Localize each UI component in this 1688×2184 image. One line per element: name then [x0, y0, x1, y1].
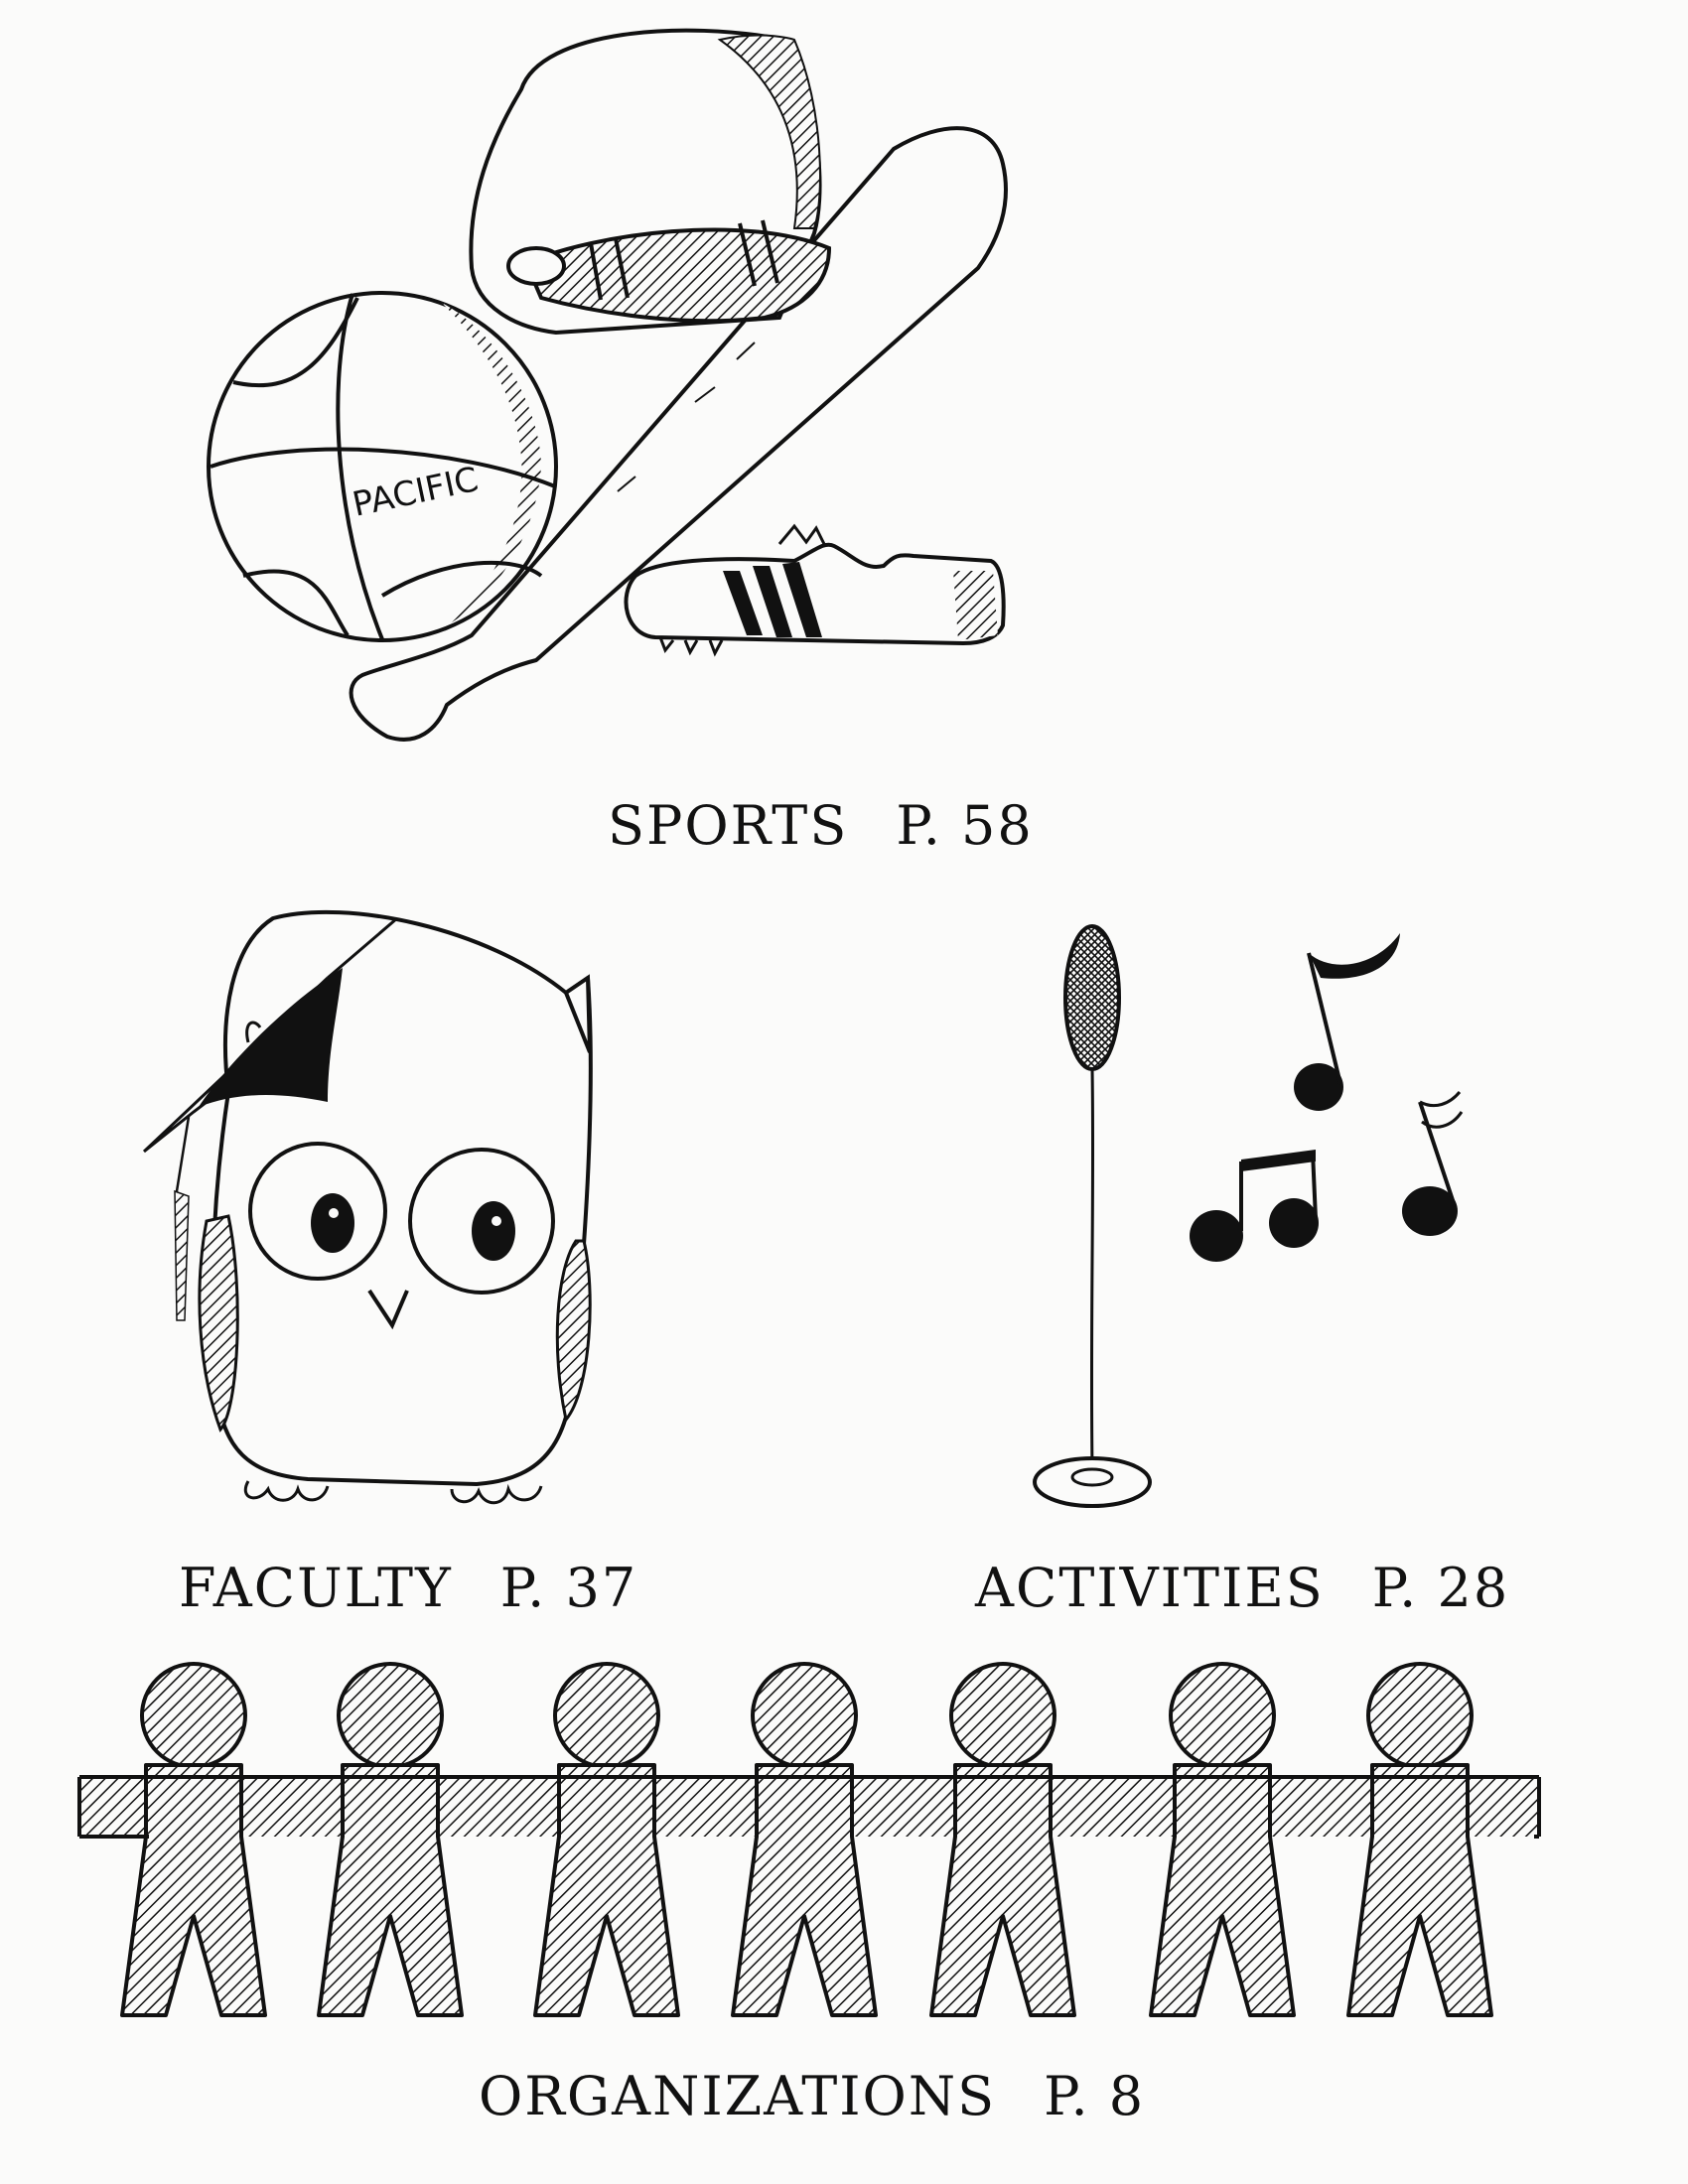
- activities-caption: ACTIVITIES P. 28: [975, 1557, 1509, 1619]
- sports-caption: SPORTS P. 58: [608, 794, 1034, 857]
- baseball-bat-icon: [349, 126, 1008, 742]
- microphone-stand-icon: [1033, 924, 1152, 1508]
- organizations-label: ORGANIZATIONS: [479, 2065, 997, 2127]
- basketball-icon: PACIFIC: [207, 291, 558, 642]
- activities-label: ACTIVITIES: [975, 1557, 1325, 1619]
- faculty-page: P. 37: [499, 1557, 638, 1619]
- sports-label: SPORTS: [608, 794, 849, 857]
- music-notes-icon: [1190, 933, 1464, 1262]
- activities-page: P. 28: [1371, 1557, 1510, 1619]
- graduation-owl-icon: [142, 909, 593, 1505]
- paper-doll-chain-icon: [77, 1662, 1541, 2017]
- sports-illustration: PACIFIC: [207, 28, 1008, 742]
- football-helmet-icon: [469, 28, 832, 336]
- sports-page: P. 58: [896, 794, 1034, 857]
- faculty-caption: FACULTY P. 37: [179, 1557, 637, 1619]
- faculty-label: FACULTY: [179, 1557, 453, 1619]
- organizations-page: P. 8: [1044, 2065, 1146, 2127]
- track-shoe-icon: [624, 523, 1006, 657]
- organizations-caption: ORGANIZATIONS P. 8: [479, 2065, 1145, 2127]
